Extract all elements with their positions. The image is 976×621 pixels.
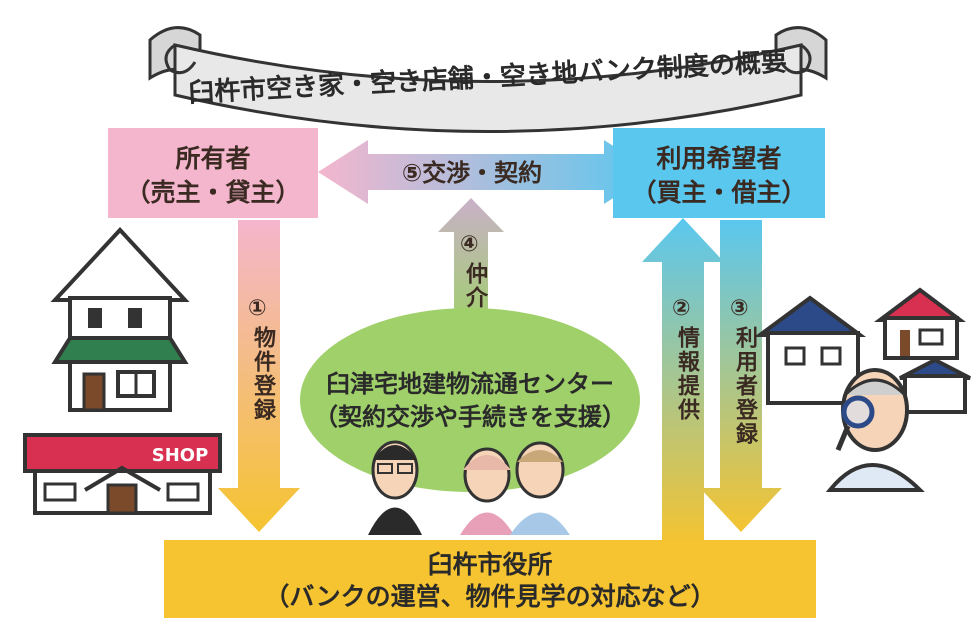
step-3-number: ③ <box>730 296 749 321</box>
person-with-magnifier <box>825 368 925 492</box>
center-subtitle: （契約交渉や手続きを支援） <box>314 403 626 431</box>
house-illustration <box>50 227 190 412</box>
cityhall-box <box>164 540 816 618</box>
title-banner <box>148 26 828 133</box>
arrow-user-registration <box>700 220 782 532</box>
shop-illustration: SHOP <box>23 433 222 515</box>
cityhall-subtitle: （バンクの運営、物件見学の対応など） <box>264 582 715 611</box>
owner-title: 所有者 <box>175 144 250 173</box>
cityhall-title: 臼杵市役所 <box>427 550 552 579</box>
owner-subtitle: （売主・貸主） <box>125 178 300 207</box>
owner-box <box>108 128 318 218</box>
step-1-number: ① <box>248 296 267 321</box>
arrow-negotiation <box>318 140 654 204</box>
houses-illustration-right <box>753 287 971 414</box>
step-2-number: ② <box>672 296 691 321</box>
user-box <box>613 128 825 218</box>
center-title: 臼津宅地建物流通センター <box>326 370 614 398</box>
negotiation-label: ⑤交渉・契約 <box>402 159 542 187</box>
user-subtitle: （買主・借主） <box>631 178 806 207</box>
couple-illustration <box>460 441 570 535</box>
step-4-label: 仲介 <box>462 262 487 310</box>
agent-illustration <box>368 440 422 535</box>
step-1-label: 物件登録 <box>250 326 275 422</box>
step-3-label: 利用者登録 <box>732 326 757 446</box>
arrow-mediation <box>438 198 504 330</box>
arrow-info-provision <box>642 218 724 545</box>
shop-sign: SHOP <box>152 445 209 466</box>
step-2-label: 情報提供 <box>674 326 699 422</box>
arrow-property-registration <box>218 220 300 532</box>
step-4-number: ④ <box>460 232 479 257</box>
user-title: 利用希望者 <box>656 144 781 173</box>
